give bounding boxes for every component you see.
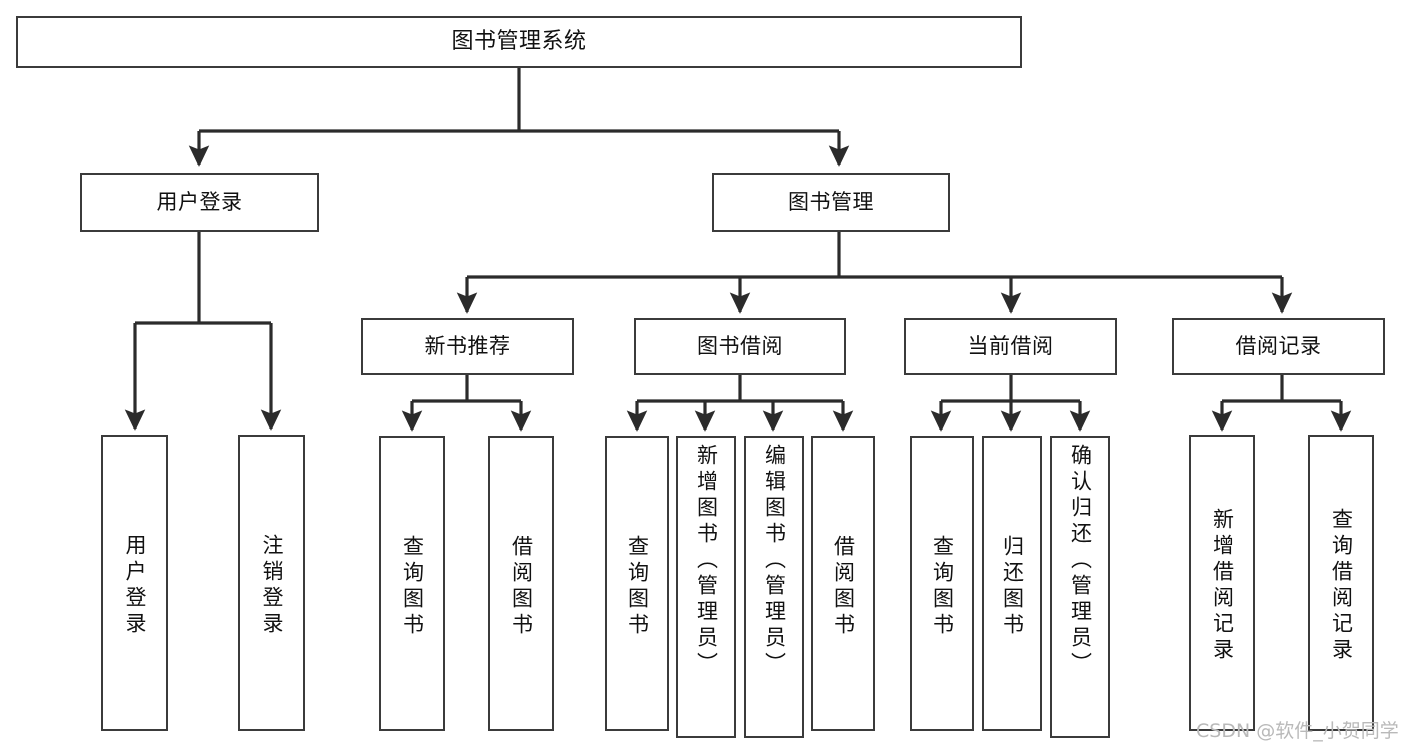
- leaf-query-book-recommend[interactable]: 查询图书: [379, 436, 445, 731]
- csdn-watermark: CSDN @软件_小贺同学: [1196, 720, 1399, 742]
- node-label: 图书管理系统: [451, 29, 587, 55]
- node-label: 查询借阅记录: [1329, 508, 1354, 664]
- node-label: 确认归还（管理员）: [1068, 444, 1093, 678]
- leaf-query-book-current[interactable]: 查询图书: [910, 436, 974, 731]
- leaf-query-book-borrow[interactable]: 查询图书: [605, 436, 669, 731]
- leaf-user-login[interactable]: 用户登录: [101, 435, 168, 731]
- node-label: 当前借阅: [967, 334, 1054, 359]
- node-label: 图书管理: [788, 190, 874, 215]
- node-user-login[interactable]: 用户登录: [80, 173, 319, 232]
- leaf-query-borrow-record[interactable]: 查询借阅记录: [1308, 435, 1374, 731]
- node-borrow-record[interactable]: 借阅记录: [1172, 318, 1385, 375]
- node-root-book-management-system[interactable]: 图书管理系统: [16, 16, 1022, 68]
- node-label: 归还图书: [1000, 534, 1025, 639]
- node-label: 借阅图书: [509, 534, 534, 639]
- node-current-borrow[interactable]: 当前借阅: [904, 318, 1117, 375]
- node-label: 查询图书: [625, 534, 650, 639]
- leaf-edit-book-admin[interactable]: 编辑图书（管理员）: [744, 436, 804, 738]
- node-label: 注销登录: [260, 534, 284, 638]
- node-label: 借阅记录: [1235, 334, 1322, 359]
- leaf-return-book[interactable]: 归还图书: [982, 436, 1042, 731]
- node-book-borrow[interactable]: 图书借阅: [634, 318, 846, 375]
- node-label: 查询图书: [400, 534, 425, 639]
- node-label: 借阅图书: [831, 534, 856, 639]
- node-new-book-recommend[interactable]: 新书推荐: [361, 318, 574, 375]
- leaf-add-book-admin[interactable]: 新增图书（管理员）: [676, 436, 736, 738]
- node-label: 新增借阅记录: [1210, 508, 1235, 664]
- node-label: 图书借阅: [697, 334, 783, 359]
- leaf-borrow-book-borrow[interactable]: 借阅图书: [811, 436, 875, 731]
- node-label: 编辑图书（管理员）: [762, 444, 787, 678]
- node-label: 新增图书（管理员）: [694, 444, 719, 678]
- node-book-management[interactable]: 图书管理: [712, 173, 950, 232]
- node-label: 新书推荐: [424, 334, 511, 359]
- leaf-add-borrow-record[interactable]: 新增借阅记录: [1189, 435, 1255, 731]
- node-label: 用户登录: [156, 190, 243, 215]
- leaf-confirm-return-admin[interactable]: 确认归还（管理员）: [1050, 436, 1110, 738]
- leaf-borrow-book-recommend[interactable]: 借阅图书: [488, 436, 554, 731]
- leaf-logout-login[interactable]: 注销登录: [238, 435, 305, 731]
- node-label: 用户登录: [123, 534, 147, 638]
- node-label: 查询图书: [930, 534, 955, 639]
